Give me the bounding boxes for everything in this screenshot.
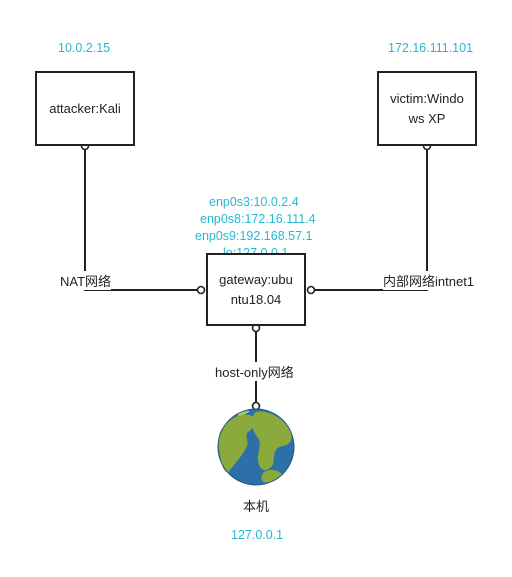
host-ip: 127.0.0.1 bbox=[231, 528, 284, 542]
gateway-right-port bbox=[306, 285, 316, 295]
host-port bbox=[251, 401, 261, 411]
gateway-label-line1: gateway:ubu bbox=[219, 271, 293, 287]
gateway-ip-enp0s8: enp0s8:172.16.111.4 bbox=[200, 212, 316, 226]
victim-label-line1: victim:Windo bbox=[390, 90, 464, 106]
internal-network-label: 内部网络intnet1 bbox=[383, 271, 475, 290]
internal-link-line bbox=[311, 146, 428, 291]
gateway-left-port bbox=[196, 285, 206, 295]
nat-network-label: NAT网络 bbox=[60, 271, 112, 290]
attacker-node[interactable]: attacker:Kali bbox=[35, 71, 135, 146]
nat-link-line bbox=[84, 146, 201, 291]
victim-label-line2: ws XP bbox=[408, 110, 446, 126]
victim-ip: 172.16.111.101 bbox=[388, 41, 474, 55]
globe-icon bbox=[217, 408, 295, 486]
gateway-label-line2: ntu18.04 bbox=[230, 291, 282, 307]
gateway-ip-enp0s9: enp0s9:192.168.57.1 bbox=[195, 229, 313, 243]
host-only-network-label: host-only网络 bbox=[213, 362, 296, 381]
gateway-ip-list: enp0s3:10.0.2.4 enp0s8:172.16.111.4 enp0… bbox=[195, 194, 320, 262]
host-label: 本机 bbox=[243, 496, 270, 515]
gateway-ip-enp0s3: enp0s3:10.0.2.4 bbox=[209, 195, 299, 209]
attacker-label: attacker:Kali bbox=[49, 100, 121, 116]
attacker-ip: 10.0.2.15 bbox=[58, 41, 111, 55]
gateway-node[interactable]: gateway:ubu ntu18.04 bbox=[206, 253, 306, 326]
victim-node[interactable]: victim:Windo ws XP bbox=[377, 71, 477, 146]
